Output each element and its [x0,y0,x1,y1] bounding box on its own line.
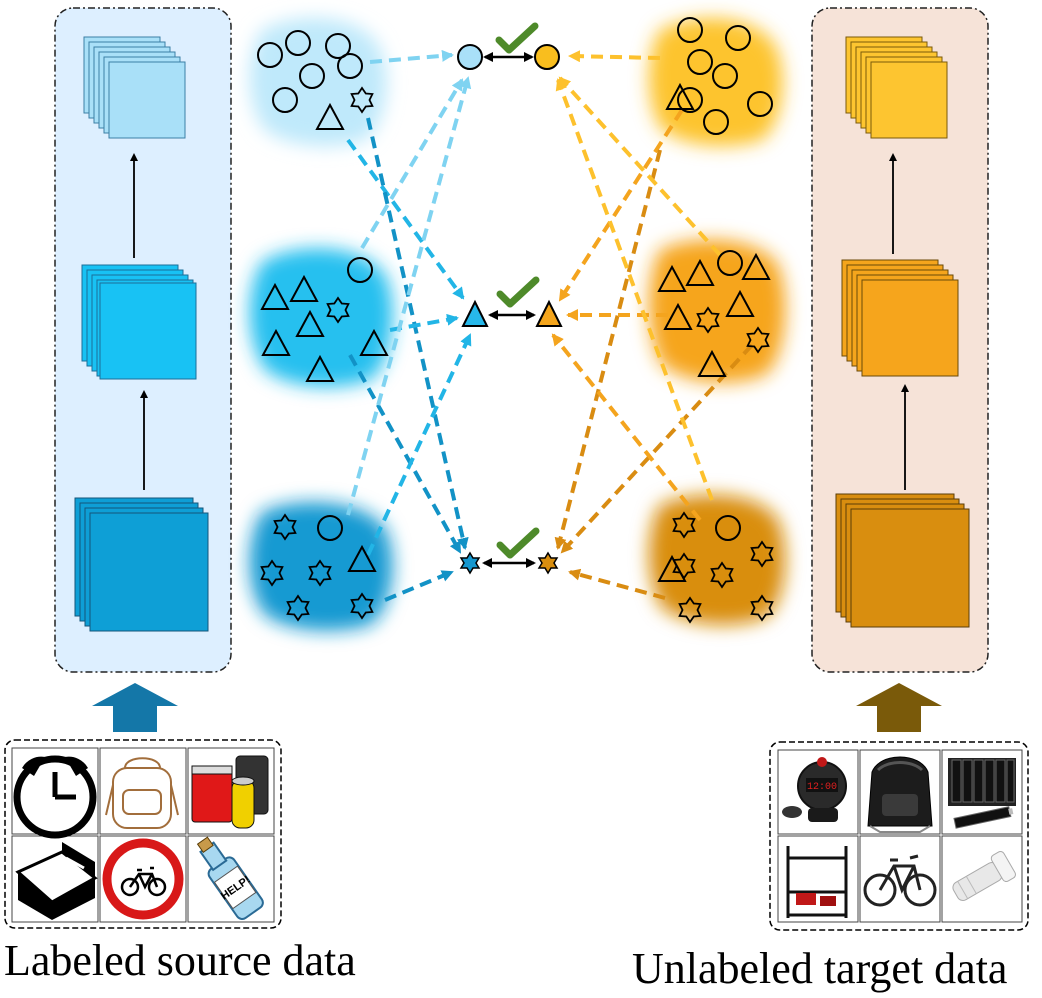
circle-class-icon [272,87,298,113]
target-cloud-circles [648,18,783,146]
backpack-photo-icon [867,756,933,833]
bicycle-photo-icon [863,854,937,907]
clock-display: 12:00 [807,782,837,793]
center-pair-circles [457,22,560,70]
star-class-icon [326,296,350,324]
center-pair-triangles [461,276,563,327]
star-class-icon [350,592,374,620]
circle-class-icon [325,33,351,59]
circle-class-icon [715,515,741,541]
bike-sign-icon [102,838,184,920]
source-cloud-stars [249,502,393,631]
star-class-icon [696,306,720,334]
circle-class-icon [747,91,773,117]
circle-class-icon [703,109,729,135]
cloud-symbols [257,17,774,624]
triangle-class-icon [741,252,771,280]
triangle-class-icon [295,309,325,337]
target-feature-layer-bottom [835,493,970,628]
circle-class-icon [317,515,343,541]
backpack-icon [105,757,179,829]
alarm-clock-photo-icon: 12:00 [782,757,847,822]
star-class-icon [308,559,332,587]
target-thumbnail-grid: 12:00 [769,741,1029,931]
triangle-class-icon [315,102,345,130]
star-class-icon [273,513,297,541]
check-mark-icon [495,22,539,54]
circle-class-icon [337,53,363,79]
triangle-class-icon [289,274,319,302]
star-class-icon [710,561,734,589]
star-class-icon [750,594,774,622]
check-mark-icon [496,276,540,308]
triangle-class-icon [663,302,693,330]
star-class-icon [750,540,774,568]
star-class-icon [678,596,702,624]
target-data-caption: Unlabeled target data [632,944,1008,993]
batteries-photo-icon [948,758,1016,829]
triangle-class-icon [305,354,335,382]
batteries-icon [191,755,269,829]
circle-class-icon [717,250,743,276]
triangle-class-icon [657,554,687,582]
source-thumbnail-grid: HELP! [4,739,282,929]
bottle-icon: HELP! [196,836,264,921]
target-feature-layer-middle [841,259,959,377]
target-arrows [551,50,754,600]
star-class-icon [286,594,310,622]
bed-icon [15,842,98,920]
source-cloud-triangles [249,248,393,387]
triangle-class-icon [685,258,715,286]
triangle-class-icon [347,544,377,572]
circle-class-icon [257,42,283,68]
check-mark-icon [496,527,540,559]
source-network-panel [54,7,232,673]
triangle-class-icon [725,289,755,317]
source-data-caption: Labeled source data [4,936,356,985]
circle-class-icon [725,25,751,51]
star-class-icon [746,326,770,354]
flashlight-photo-icon [952,850,1016,901]
triangle-class-icon [657,264,687,292]
circle-class-icon [285,30,311,56]
circle-class-icon [347,257,373,283]
circle-class-icon [687,49,713,75]
circle-class-icon [677,17,703,43]
star-class-icon [350,86,374,114]
source-cloud-circles [249,18,387,146]
triangle-class-icon [359,328,389,356]
triangle-class-icon [665,82,695,110]
center-pair-stars [459,527,559,575]
source-arrows [346,49,472,602]
target-feature-layer-top [845,36,948,139]
star-class-icon [260,559,284,587]
source-feature-layer-top [83,36,186,139]
target-cloud-stars [648,494,786,625]
target-network-panel [811,7,989,673]
triangle-class-icon [261,328,291,356]
circle-class-icon [677,87,703,113]
triangle-class-icon [260,282,290,310]
bunk-bed-photo-icon [786,846,848,918]
circle-class-icon [712,63,738,89]
source-feature-layer-bottom [74,497,209,632]
target-input-arrow [856,683,942,732]
circle-class-icon [299,63,325,89]
alarm-clock-icon [13,755,97,839]
star-class-icon [672,511,696,539]
source-feature-layer-middle [81,264,197,380]
source-input-arrow [92,683,178,732]
triangle-class-icon [697,349,727,377]
